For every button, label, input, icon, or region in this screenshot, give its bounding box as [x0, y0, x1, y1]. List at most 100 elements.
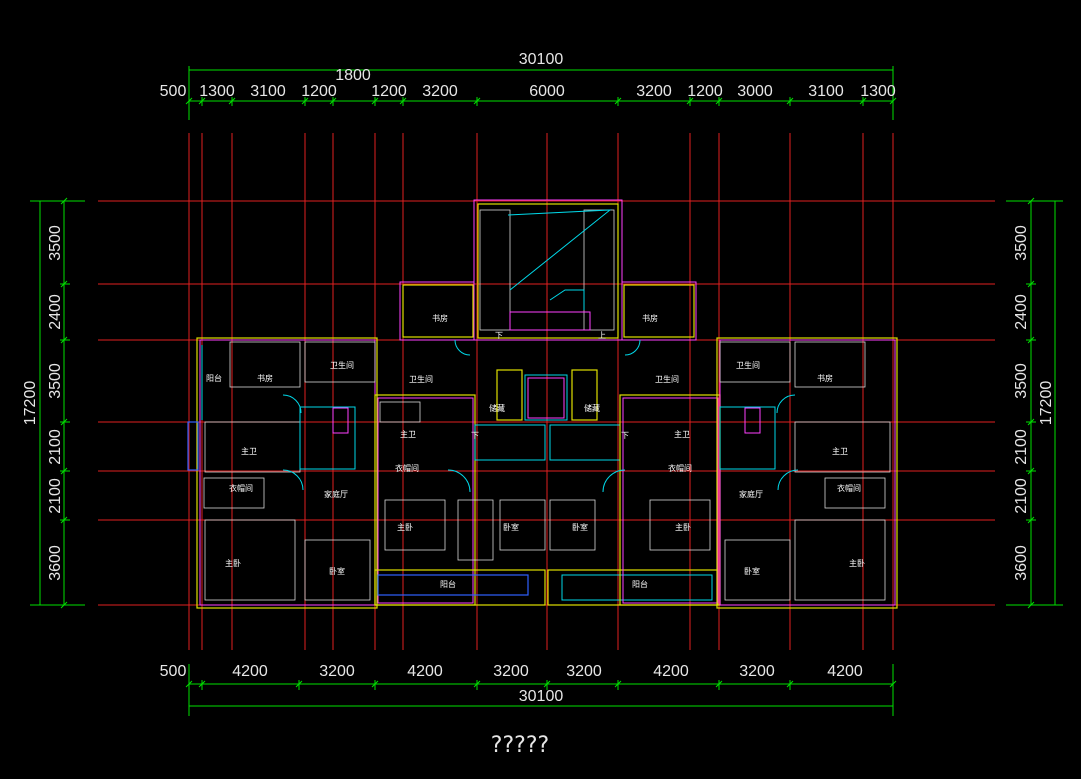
top-dim-6: 6000 [529, 83, 565, 100]
dimension-lines [30, 66, 1063, 716]
room-bath-center-right: 卫生间 [655, 374, 679, 384]
room-master-bath-right: 主卫 [832, 446, 848, 456]
room-storage-left: 储藏 [489, 403, 505, 413]
dimension-tick [60, 601, 68, 609]
stair-down-3: 下 [621, 431, 629, 440]
room-labels: 书房 书房 书房 书房 卫生间 卫生间 卫生间 卫生间 阳台 主卫 主卫 主卫 … [206, 313, 865, 589]
dimension-tick [543, 680, 551, 688]
dimension-tick [614, 680, 622, 688]
room-bath-center-left: 卫生间 [409, 374, 433, 384]
room-master-bath-left: 主卫 [241, 446, 257, 456]
dimension-tick [399, 97, 407, 105]
dimension-text: 30100 1800 500 1300 3100 1200 1200 3200 … [22, 51, 1055, 705]
room-family-right: 家庭厅 [739, 489, 763, 499]
stair-down-1: 下 [495, 331, 503, 340]
top-dim-2: 3100 [250, 83, 286, 100]
dimension-tick [1027, 516, 1035, 524]
top-dim-4: 1200 [371, 83, 407, 100]
dimension-tick [371, 680, 379, 688]
building-walls [187, 199, 898, 609]
left-overall-dim: 17200 [22, 381, 39, 426]
room-bedroom-right: 卧室 [744, 566, 760, 576]
dimension-tick [60, 516, 68, 524]
right-dim-2: 3500 [1013, 363, 1030, 399]
top-dim-8: 1200 [687, 83, 723, 100]
room-bedroom-center-left: 卧室 [503, 522, 519, 532]
bottom-dim-1: 4200 [232, 663, 268, 680]
dimension-tick [185, 680, 193, 688]
dimension-tick [295, 680, 303, 688]
stair-up: 上 [598, 331, 606, 340]
room-study-center-left: 书房 [432, 313, 448, 323]
left-dim-3: 2100 [47, 429, 64, 465]
dimension-tick [60, 197, 68, 205]
bottom-dim-6: 4200 [653, 663, 689, 680]
bottom-dim-4: 3200 [493, 663, 529, 680]
right-overall-dim: 17200 [1038, 381, 1055, 426]
dimension-tick [228, 97, 236, 105]
top-sub-dim: 1800 [335, 67, 371, 84]
right-dim-4: 2100 [1013, 478, 1030, 514]
room-master-center-right: 主卧 [675, 522, 691, 532]
right-dim-5: 3600 [1013, 545, 1030, 581]
dimension-tick [715, 680, 723, 688]
room-bath-right: 卫生间 [736, 360, 760, 370]
room-bedroom-center-right: 卧室 [572, 522, 588, 532]
left-dim-4: 2100 [47, 478, 64, 514]
dimension-tick [715, 97, 723, 105]
dimension-tick [301, 97, 309, 105]
bottom-dim-5: 3200 [566, 663, 602, 680]
dimension-tick [198, 97, 206, 105]
top-dim-5: 3200 [422, 83, 458, 100]
room-master-left: 主卧 [225, 558, 241, 568]
dimension-tick [786, 680, 794, 688]
room-study-left: 书房 [257, 373, 273, 383]
top-dim-3: 1200 [301, 83, 337, 100]
dimension-tick [473, 680, 481, 688]
dimension-tick [60, 336, 68, 344]
dimension-tick [1027, 601, 1035, 609]
room-closet-center-left: 衣帽间 [395, 463, 419, 473]
room-balcony-center-left: 阳台 [440, 579, 456, 589]
room-closet-right: 衣帽间 [837, 483, 861, 493]
dimension-tick [614, 97, 622, 105]
left-dim-5: 3600 [47, 545, 64, 581]
room-study-center-right: 书房 [642, 313, 658, 323]
bottom-dim-8: 4200 [827, 663, 863, 680]
room-master-center-left: 主卧 [397, 522, 413, 532]
room-balcony-left: 阳台 [206, 373, 222, 383]
room-bath-left: 卫生间 [330, 360, 354, 370]
dimension-tick [185, 97, 193, 105]
right-dim-1: 2400 [1013, 294, 1030, 330]
dimension-tick [1027, 418, 1035, 426]
dimension-tick [329, 97, 337, 105]
dimension-tick [198, 680, 206, 688]
bottom-overall-dim: 30100 [519, 688, 564, 705]
dimension-tick [473, 97, 481, 105]
room-family-left: 家庭厅 [324, 489, 348, 499]
right-dim-3: 2100 [1013, 429, 1030, 465]
top-overall-dim: 30100 [519, 51, 564, 68]
dimension-tick [686, 97, 694, 105]
dimension-tick [1027, 280, 1035, 288]
room-master-right: 主卧 [849, 558, 865, 568]
dimension-tick [371, 97, 379, 105]
left-dim-0: 3500 [47, 225, 64, 261]
bottom-dim-7: 3200 [739, 663, 775, 680]
top-dim-7: 3200 [636, 83, 672, 100]
bottom-dim-0: 500 [160, 663, 187, 680]
top-dim-10: 3100 [808, 83, 844, 100]
dimension-tick [859, 97, 867, 105]
room-study-right: 书房 [817, 373, 833, 383]
room-closet-left: 衣帽间 [229, 483, 253, 493]
room-storage-right: 储藏 [584, 403, 600, 413]
dimension-tick [1027, 197, 1035, 205]
room-closet-center-right: 衣帽间 [668, 463, 692, 473]
bottom-dim-2: 3200 [319, 663, 355, 680]
top-dim-0: 500 [160, 83, 187, 100]
right-dim-0: 3500 [1013, 225, 1030, 261]
dimension-tick [60, 280, 68, 288]
bottom-dim-3: 4200 [407, 663, 443, 680]
dimension-tick [889, 97, 897, 105]
